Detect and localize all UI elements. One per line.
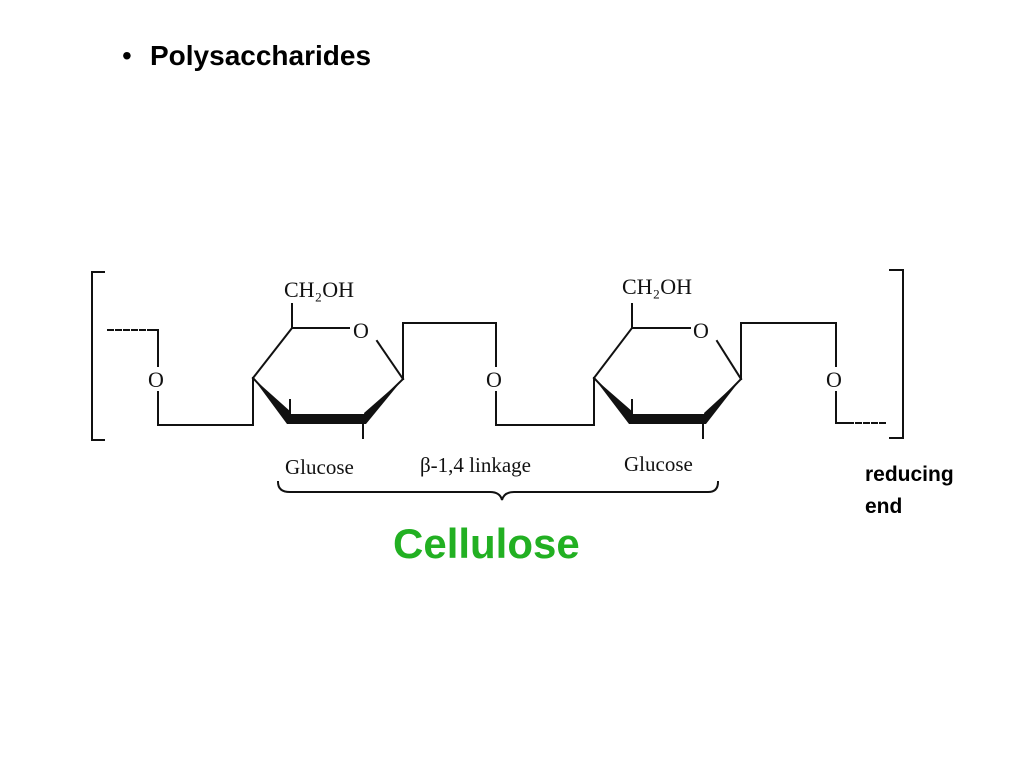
right-bridge-bond-top (740, 322, 837, 380)
left-bridge-bond-bottom (157, 377, 254, 426)
middle-bridge-oxygen: O (486, 367, 502, 392)
middle-bridge-bond-top (402, 322, 497, 380)
left-bracket (91, 271, 105, 441)
left-bridge-oxygen: O (148, 367, 164, 392)
middle-bridge-bond-bottom (495, 377, 595, 426)
reducing-end-label: reducing end (865, 459, 954, 523)
left-ring-wedge-left (253, 378, 291, 424)
slide-heading: Polysaccharides (150, 40, 372, 71)
reducing-end-line1: reducing (865, 463, 954, 486)
left-ch2oh-label: CH₂OH (284, 277, 354, 302)
right-bridge-oxygen: O (826, 367, 842, 392)
heading-line: • Polysaccharides (122, 40, 371, 72)
right-ring-oxygen: O (693, 318, 709, 343)
glucose-label-left: Glucose (285, 455, 354, 479)
right-ring-bold-edge (629, 414, 706, 424)
right-ch2oh-label: CH₂OH (622, 274, 692, 299)
reducing-end-line2: end (865, 495, 903, 518)
right-ring-wedge-right (704, 379, 741, 424)
glucose-label-right: Glucose (624, 452, 693, 476)
right-bridge-bond-bottom (835, 391, 849, 424)
right-ring-wedge-left (594, 378, 633, 424)
left-ring-bold-edge (287, 414, 366, 424)
left-ring-oxygen: O (353, 318, 369, 343)
curly-brace (276, 480, 720, 501)
left-bridge-bond-top (149, 329, 159, 367)
linkage-label: β-1,4 linkage (420, 453, 531, 477)
right-bracket (889, 269, 904, 439)
left-ring-wedge-right (364, 379, 403, 424)
bullet-icon: • (122, 40, 132, 71)
cellulose-title: Cellulose (393, 520, 580, 567)
